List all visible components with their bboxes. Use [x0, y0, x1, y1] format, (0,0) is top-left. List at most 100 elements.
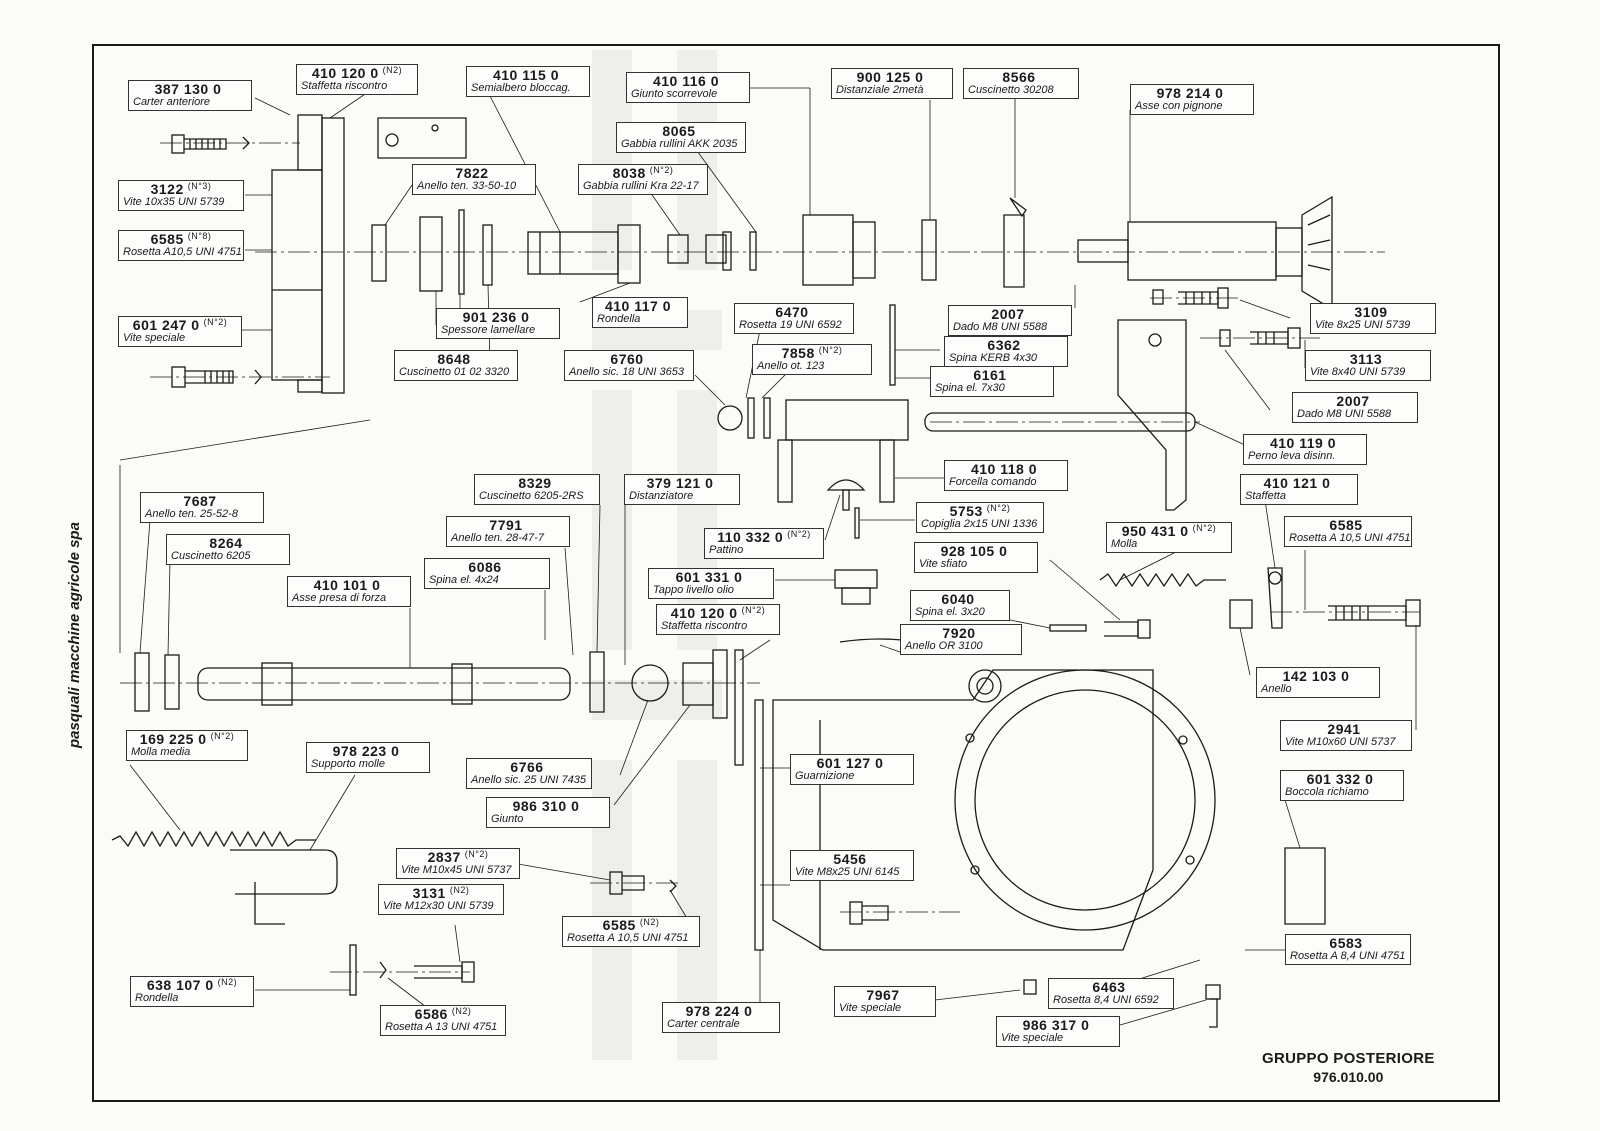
part-qty: (N2)	[451, 1006, 472, 1016]
part-label-3122: 3122(N°3)Vite 10x35 UNI 5739	[118, 180, 244, 212]
part-qty: (N°2)	[203, 317, 228, 327]
part-code: 410 101 0	[313, 577, 381, 593]
part-desc: Spina el. 3x20	[915, 605, 985, 618]
rings-row	[371, 209, 937, 295]
bushing-6013320	[1284, 847, 1326, 925]
part-desc: Vite speciale	[839, 1001, 902, 1014]
drawing-frame	[92, 44, 1500, 1102]
part-code: 6583	[1329, 935, 1363, 951]
part-code: 6585	[150, 231, 184, 247]
part-code: 3131	[412, 885, 446, 901]
part-desc: Vite M10x60 UNI 5737	[1285, 735, 1396, 748]
part-code: 3113	[1349, 351, 1383, 367]
part-code: 410 119 0	[1269, 435, 1336, 451]
part-code: 6086	[468, 559, 502, 575]
roller-cages	[667, 234, 727, 264]
part-desc: Cuscinetto 6205-2RS	[479, 489, 584, 502]
part-code: 7822	[455, 165, 489, 181]
bolt-2837	[609, 871, 677, 895]
part-code: 900 125 0	[856, 69, 924, 85]
part-code: 2941	[1327, 721, 1361, 737]
part-code: 410 121 0	[1263, 475, 1331, 491]
part-label-2837: 2837(N°2)Vite M10x45 UNI 5737	[396, 848, 520, 880]
part-label-6381070: 638 107 0(N2)Rondella	[130, 976, 254, 1008]
pin-6362	[889, 304, 896, 386]
part-code: 3109	[1354, 304, 1388, 320]
part-code: 410 120 0	[311, 65, 379, 81]
part-code: 978 214 0	[1156, 85, 1224, 101]
part-code: 2837	[427, 849, 461, 865]
part-code: 379 121 0	[646, 475, 714, 491]
part-desc: Carter anteriore	[133, 95, 211, 108]
part-desc: Vite 10x35 UNI 5739	[123, 195, 225, 208]
part-qty: (N°3)	[187, 181, 212, 191]
part-code: 6362	[987, 337, 1021, 353]
part-label-1103320: 110 332 0(N°2)Pattino	[704, 528, 824, 560]
breather-9281050	[1104, 619, 1151, 639]
part-desc: Dado M8 UNI 5588	[1297, 407, 1392, 420]
plug-6013310	[834, 569, 878, 605]
spring-support-9782230	[230, 849, 338, 925]
part-code: 601 127 0	[816, 755, 884, 771]
part-code: 638 107 0	[146, 977, 214, 993]
part-desc: Rosetta 19 UNI 6592	[739, 318, 842, 331]
part-desc: Molla media	[131, 745, 191, 758]
part-desc: Asse con pignone	[1135, 99, 1223, 112]
part-qty: (N2)	[217, 977, 238, 987]
part-label-4101200-mid: 410 120 0(N°2)Staffetta riscontro	[656, 604, 780, 636]
pto-shaft-4101010	[134, 651, 605, 713]
part-code: 8329	[518, 475, 552, 491]
part-code: 6040	[941, 591, 975, 607]
part-desc: Vite M12x30 UNI 5739	[383, 899, 494, 912]
part-qty: (N°2)	[741, 605, 766, 615]
part-code: 986 317 0	[1022, 1017, 1090, 1033]
part-desc: Rosetta A 10,5 UNI 4751	[567, 931, 689, 944]
bolt-3109	[1152, 287, 1229, 309]
part-qty: (N°2)	[986, 503, 1011, 513]
part-label-6586: 6586(N2)Rosetta A 13 UNI 4751	[380, 1005, 506, 1037]
part-desc: Vite speciale	[123, 331, 186, 344]
part-desc: Gabbia rullini Kra 22-17	[583, 179, 699, 192]
bolt-3122	[171, 134, 250, 154]
company-name: pasquali macchine agricole spa	[66, 522, 83, 748]
title-block: GRUPPO POSTERIORE 976.010.00	[1262, 1050, 1435, 1085]
part-code: 601 332 0	[1306, 771, 1374, 787]
front-carter-part	[271, 114, 345, 394]
part-qty: (N°2)	[787, 529, 811, 539]
part-desc: Guarnizione	[795, 769, 855, 782]
part-qty: (N2)	[382, 65, 403, 75]
part-desc: Pattino	[709, 543, 744, 556]
semishaft-4101150	[527, 224, 641, 284]
spring-9504310	[1099, 572, 1226, 588]
part-desc: Vite 8x40 UNI 5739	[1310, 365, 1406, 378]
part-label-6585-a: 6585(N°8)Rosetta A10,5 UNI 4751	[118, 230, 244, 262]
leader-lines	[119, 76, 1417, 1026]
part-code: 169 225 0	[139, 731, 207, 747]
part-code: 6470	[775, 304, 809, 320]
part-code: 8264	[209, 535, 243, 551]
part-label-9504310: 950 431 0(N°2)Molla	[1106, 522, 1232, 554]
part-qty: (N2)	[639, 917, 660, 927]
part-qty: (N2)	[449, 885, 470, 895]
